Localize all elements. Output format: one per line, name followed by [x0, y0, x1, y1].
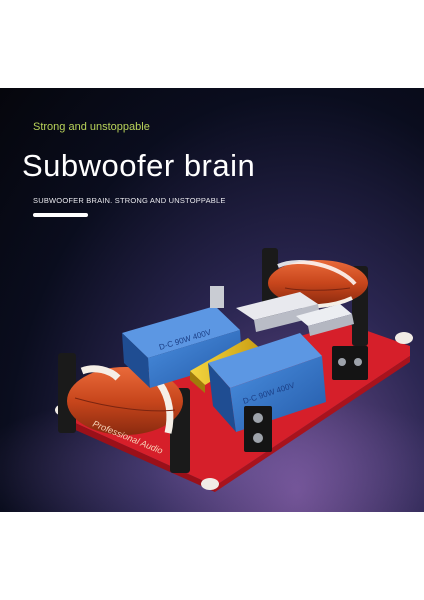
accent-bar [33, 213, 88, 217]
metal-tab [210, 286, 224, 308]
product-image: Strong and unstoppable Subwoofer brain S… [0, 88, 424, 512]
subtitle: SUBWOOFER BRAIN. STRONG AND UNSTOPPABLE [33, 196, 226, 205]
mounting-post [395, 332, 413, 344]
capacitor-left: D-C 90W 400V [122, 306, 242, 388]
terminal-block-front [244, 406, 272, 452]
pcb-board-edge [62, 418, 215, 492]
crossover-board-illustration: D-C 90W 400V D-C 90W 400V [55, 248, 413, 492]
resistor-bank [236, 292, 354, 336]
terminal-block-right [332, 346, 368, 380]
mounting-post [201, 478, 219, 490]
page-title: Subwoofer brain [22, 148, 256, 183]
tagline: Strong and unstoppable [33, 121, 150, 133]
